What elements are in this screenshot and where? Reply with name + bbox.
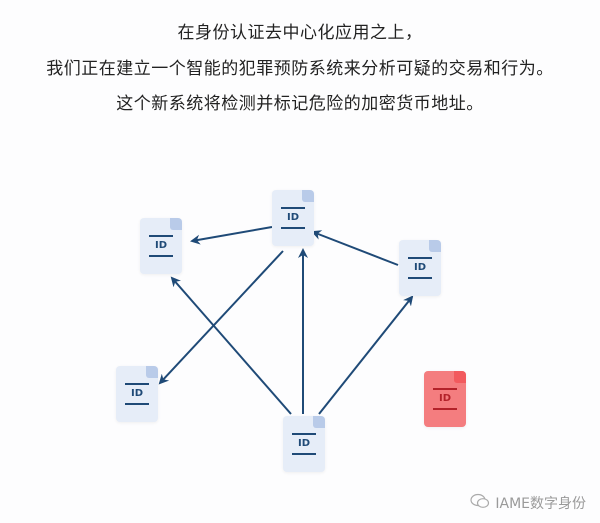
id-node-top: ID [272,190,314,246]
edge-right-to-top [311,230,399,266]
id-node-right: ID [399,240,441,296]
intro-line-2: 我们正在建立一个智能的犯罪预防系统来分析可疑的交易和行为。 [46,59,554,79]
node-label: ID [413,262,427,273]
intro-line-3: 这个新系统将检测并标记危险的加密货币地址。 [116,94,484,114]
id-node-bottom: ID [283,416,325,472]
node-label: ID [438,393,452,404]
node-label: ID [286,212,300,223]
watermark: IAME数字身份 [470,493,586,513]
wechat-icon [470,493,490,513]
watermark-text: IAME数字身份 [495,496,586,512]
edge-top-to-bottom-left [158,250,284,385]
node-label: ID [154,240,168,251]
edge-top-to-top-left [190,226,273,245]
id-node-bottom-left: ID [116,366,158,422]
edge-bottom-to-top-left [170,276,292,415]
id-node-flagged: ID [424,371,466,427]
intro-line-1: 在身份认证去中心化应用之上， [177,23,423,43]
node-label: ID [297,438,311,449]
node-label: ID [130,388,144,399]
edge-bottom-to-right [318,295,414,415]
id-node-top-left: ID [140,218,182,274]
